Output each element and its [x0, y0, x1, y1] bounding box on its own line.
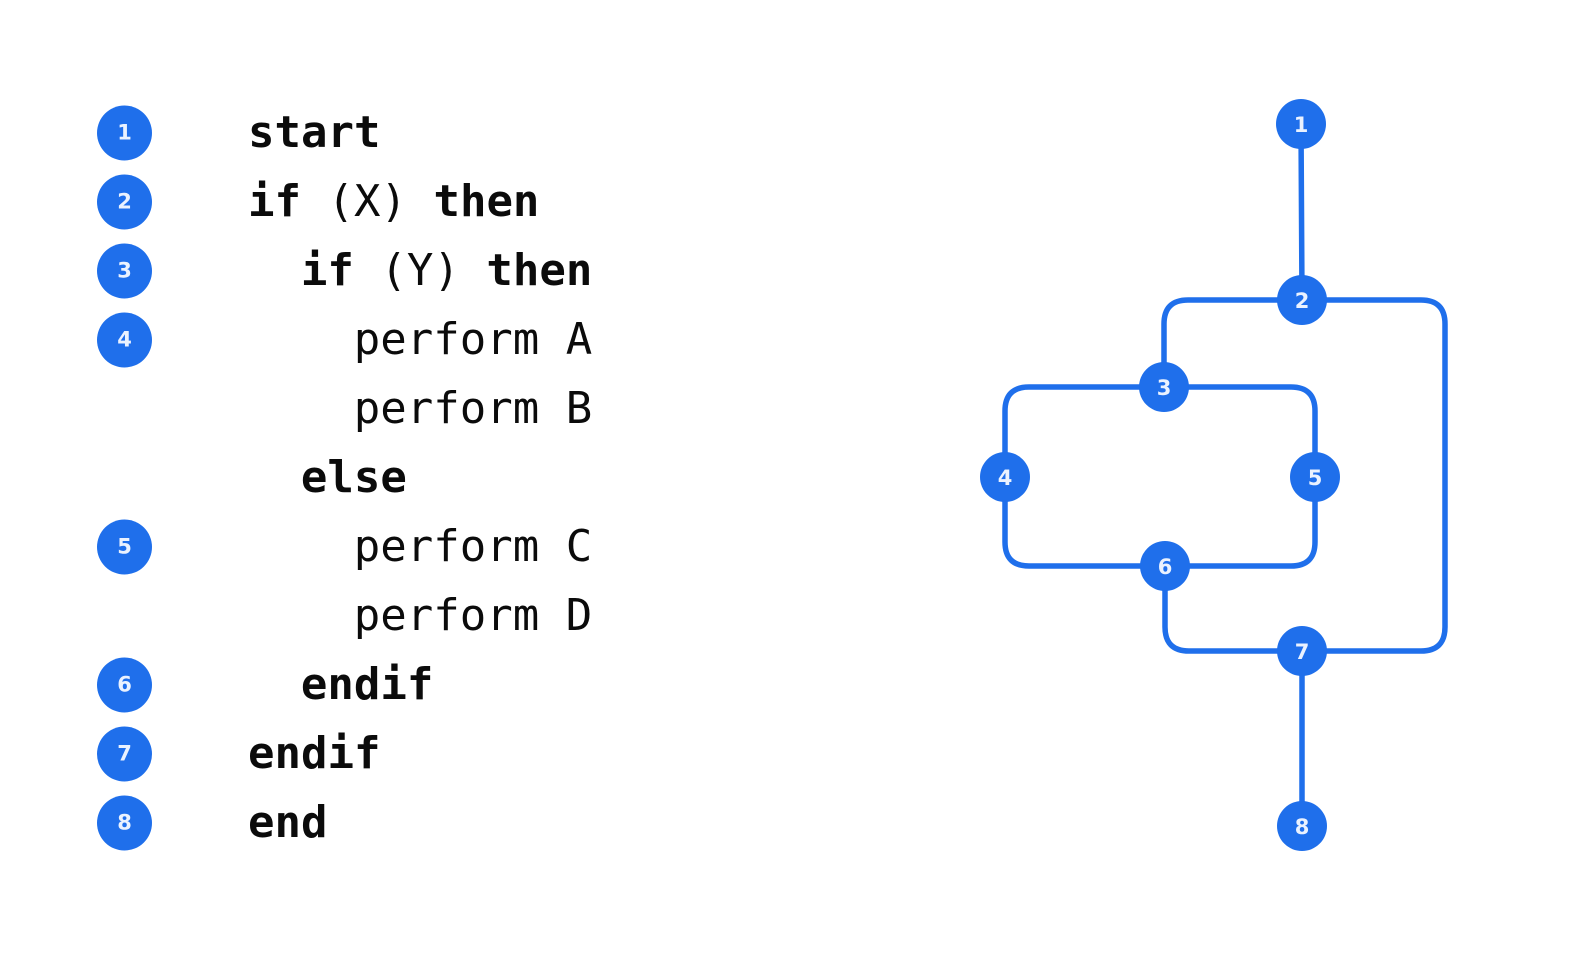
code-line-text: start	[248, 109, 380, 155]
graph-edge-5-6	[1162, 474, 1318, 569]
line-number-badge[interactable]: 2	[97, 174, 152, 229]
code-plain: perform C	[353, 520, 593, 572]
code-line: 8 end	[0, 788, 900, 857]
code-line: 2 if (X) then	[0, 167, 900, 236]
graph-node-label: 2	[1295, 289, 1310, 313]
code-line: 6 endif	[0, 650, 900, 719]
code-line-text: if (X) then	[248, 178, 539, 224]
line-number-gutter: 1	[97, 105, 152, 160]
graph-node-8[interactable]: 8	[1277, 801, 1327, 851]
code-line-text: perform B	[354, 385, 592, 431]
graph-node-label: 4	[998, 466, 1013, 490]
graph-node-2[interactable]: 2	[1277, 275, 1327, 325]
graph-node-layer: 1 2 3 4 5 6 7 8	[980, 99, 1340, 851]
code-keyword: endif	[248, 727, 381, 779]
graph-node-3[interactable]: 3	[1139, 362, 1189, 412]
graph-edge-1-2	[1298, 121, 1305, 303]
line-number-gutter: 4	[97, 312, 152, 367]
graph-node-label: 3	[1157, 376, 1172, 400]
graph-node-6[interactable]: 6	[1140, 541, 1190, 591]
code-plain: perform A	[353, 313, 593, 365]
graph-edge-3-4	[1002, 384, 1167, 480]
line-number-gutter: 8	[97, 795, 152, 850]
code-keyword: then	[459, 244, 593, 296]
graph-node-circle[interactable]	[1277, 626, 1327, 676]
code-line: 4 perform A	[0, 305, 900, 374]
graph-node-circle[interactable]	[1277, 275, 1327, 325]
code-keyword: end	[248, 796, 328, 848]
graph-node-1[interactable]: 1	[1276, 99, 1326, 149]
line-number-gutter: 2	[97, 174, 152, 229]
code-line: perform D	[0, 581, 900, 650]
code-line-text: end	[248, 799, 327, 845]
pseudocode-panel: 1 start 2 if (X) then 3 if (Y) then 4 perform A…	[0, 98, 900, 857]
code-line-text: perform C	[354, 523, 592, 569]
line-number-gutter: 6	[97, 657, 152, 712]
code-line: 5 perform C	[0, 512, 900, 581]
line-number-badge[interactable]: 7	[97, 726, 152, 781]
line-number-badge[interactable]: 1	[97, 105, 152, 160]
line-number-badge[interactable]: 8	[97, 795, 152, 850]
code-line: 7 endif	[0, 719, 900, 788]
graph-panel: 1 2 3 4 5 6 7 8	[900, 0, 1584, 960]
graph-node-label: 7	[1295, 640, 1310, 664]
code-line-text: perform A	[354, 316, 592, 362]
line-number-badge[interactable]: 4	[97, 312, 152, 367]
code-line-text: if (Y) then	[301, 247, 592, 293]
code-keyword: if	[248, 175, 328, 227]
graph-node-label: 1	[1294, 113, 1309, 137]
code-keyword: else	[300, 451, 407, 503]
line-number-gutter: 5	[97, 519, 152, 574]
code-line-text: endif	[248, 730, 380, 776]
graph-node-circle[interactable]	[980, 452, 1030, 502]
graph-node-label: 8	[1295, 815, 1310, 839]
graph-edge-layer	[1002, 121, 1448, 829]
code-line-text: else	[301, 454, 407, 500]
graph-node-4[interactable]: 4	[980, 452, 1030, 502]
graph-edge-6-7	[1162, 563, 1305, 654]
line-number-badge[interactable]: 5	[97, 519, 152, 574]
code-keyword: if	[300, 244, 381, 296]
line-number-gutter: 3	[97, 243, 152, 298]
code-line-text: perform D	[354, 592, 592, 638]
code-line: else	[0, 443, 900, 512]
line-number-gutter	[97, 588, 152, 643]
code-plain: (Y)	[380, 244, 460, 296]
code-keyword: endif	[300, 658, 434, 710]
code-plain: perform D	[353, 589, 593, 641]
graph-edge-2-7	[1299, 297, 1448, 654]
graph-node-circle[interactable]	[1277, 801, 1327, 851]
code-line: perform B	[0, 374, 900, 443]
graph-node-circle[interactable]	[1140, 541, 1190, 591]
line-number-gutter: 7	[97, 726, 152, 781]
line-number-gutter	[97, 381, 152, 436]
graph-node-7[interactable]: 7	[1277, 626, 1327, 676]
graph-edge-3-5	[1161, 384, 1318, 480]
line-number-gutter	[97, 450, 152, 505]
graph-node-5[interactable]: 5	[1290, 452, 1340, 502]
code-keyword: then	[406, 175, 540, 227]
code-keyword: start	[248, 106, 381, 158]
graph-node-label: 6	[1158, 555, 1173, 579]
code-line: 3 if (Y) then	[0, 236, 900, 305]
code-line: 1 start	[0, 98, 900, 167]
graph-edge-4-6	[1002, 474, 1168, 569]
graph-node-circle[interactable]	[1290, 452, 1340, 502]
graph-edge-2-3	[1161, 297, 1305, 390]
code-plain: (X)	[327, 175, 407, 227]
graph-node-label: 5	[1308, 466, 1323, 490]
graph-node-circle[interactable]	[1276, 99, 1326, 149]
graph-node-circle[interactable]	[1139, 362, 1189, 412]
code-line-text: endif	[301, 661, 433, 707]
line-number-badge[interactable]: 6	[97, 657, 152, 712]
line-number-badge[interactable]: 3	[97, 243, 152, 298]
code-plain: perform B	[353, 382, 593, 434]
control-flow-graph-svg: 1 2 3 4 5 6 7 8	[980, 99, 1448, 851]
